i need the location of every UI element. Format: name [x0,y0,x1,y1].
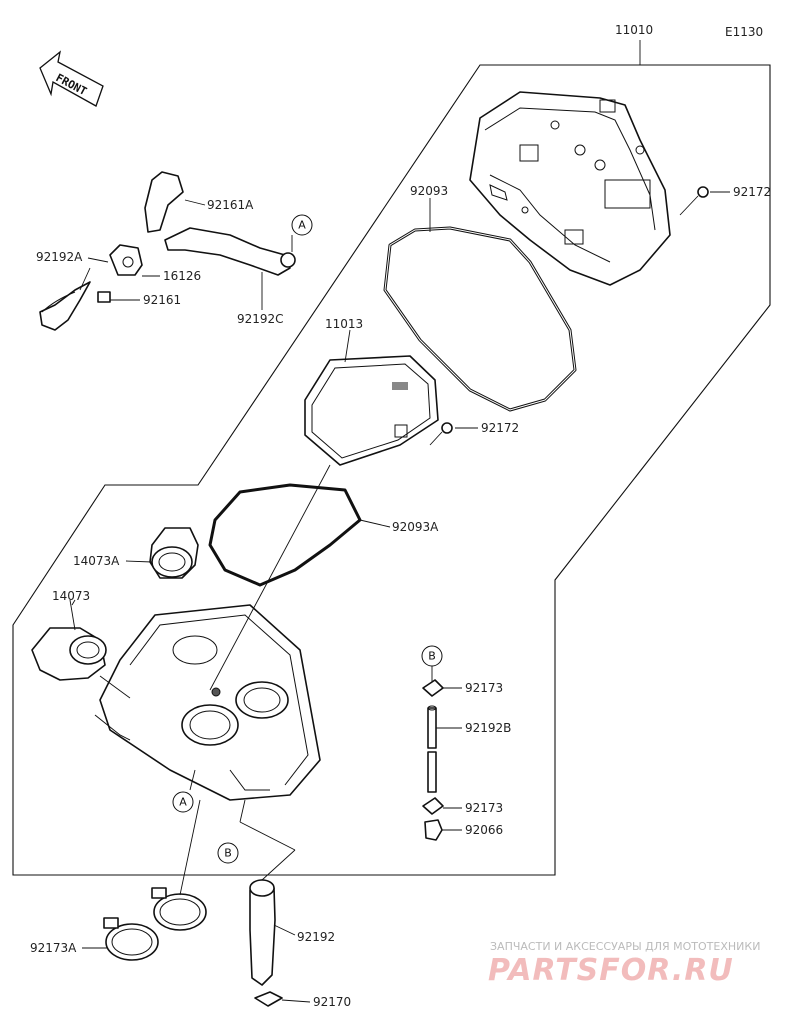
watermark-tagline: ЗАПЧАСТИ И АКСЕССУАРЫ ДЛЯ МОТОТЕХНИКИ [490,940,760,953]
label-11013: 11013 [325,317,363,331]
label-92170: 92170 [313,995,351,1009]
label-92066: 92066 [465,823,503,837]
hose-92192A [39,281,91,331]
part-labels: 11010 92172 92093 92161A 92192A 16126 92… [30,23,771,1009]
label-92161: 92161 [143,293,181,307]
clip-92173-top [422,679,444,697]
label-92192: 92192 [297,930,335,944]
air-cleaner-lower-housing [94,604,321,801]
air-cleaner-upper-housing [469,91,671,286]
front-arrow-icon: FRONT [39,50,104,107]
label-92173A: 92173A [30,941,77,955]
screw-92172-mid [429,422,453,446]
duct-14073A [149,527,199,579]
clamp-92173A [103,887,207,961]
filter-mesh-pattern [392,382,408,390]
valve-16126 [109,244,143,276]
air-filter-element [304,355,439,466]
gasket-92093A [208,483,362,587]
label-92173-bottom: 92173 [465,801,503,815]
clip-92170 [254,991,283,1007]
tube-92192B [427,705,437,793]
label-92172-top: 92172 [733,185,771,199]
svg-text:A: A [298,219,306,232]
label-92192C: 92192C [237,312,284,326]
label-92161A: 92161A [207,198,254,212]
svg-text:B: B [428,650,436,663]
label-92093A: 92093A [392,520,439,534]
label-14073A: 14073A [73,554,120,568]
diagram-code: E1130 [725,25,763,39]
label-92173-top: 92173 [465,681,503,695]
svg-text:A: A [179,796,187,809]
label-14073: 14073 [52,589,90,603]
leader-lines [69,191,730,1003]
ref-marker-b-top: B [421,645,443,667]
label-92192B: 92192B [465,721,511,735]
hose-92192C [164,227,296,276]
clip-92161 [97,291,111,303]
label-92192A: 92192A [36,250,83,264]
screw-92172-top [679,186,709,216]
svg-text:B: B [224,847,232,860]
watermark-logo: PARTSFOR.RU [488,953,734,988]
assembly-frame [12,64,771,876]
ref-marker-b-bottom: B [217,842,239,864]
label-92172-mid: 92172 [481,421,519,435]
plug-92066 [424,819,443,841]
clip-92173-bottom [422,797,444,815]
label-11010: 11010 [615,23,653,37]
duct-14073 [31,627,107,681]
ref-marker-a-bottom: A [172,791,194,813]
label-16126: 16126 [163,269,201,283]
watermark: ЗАПЧАСТИ И АКСЕССУАРЫ ДЛЯ МОТОТЕХНИКИ PA… [488,940,760,988]
label-92093: 92093 [410,184,448,198]
breather-cap-92161A [144,171,184,233]
hose-92192 [249,879,276,986]
ref-marker-a-top: A [291,214,313,236]
